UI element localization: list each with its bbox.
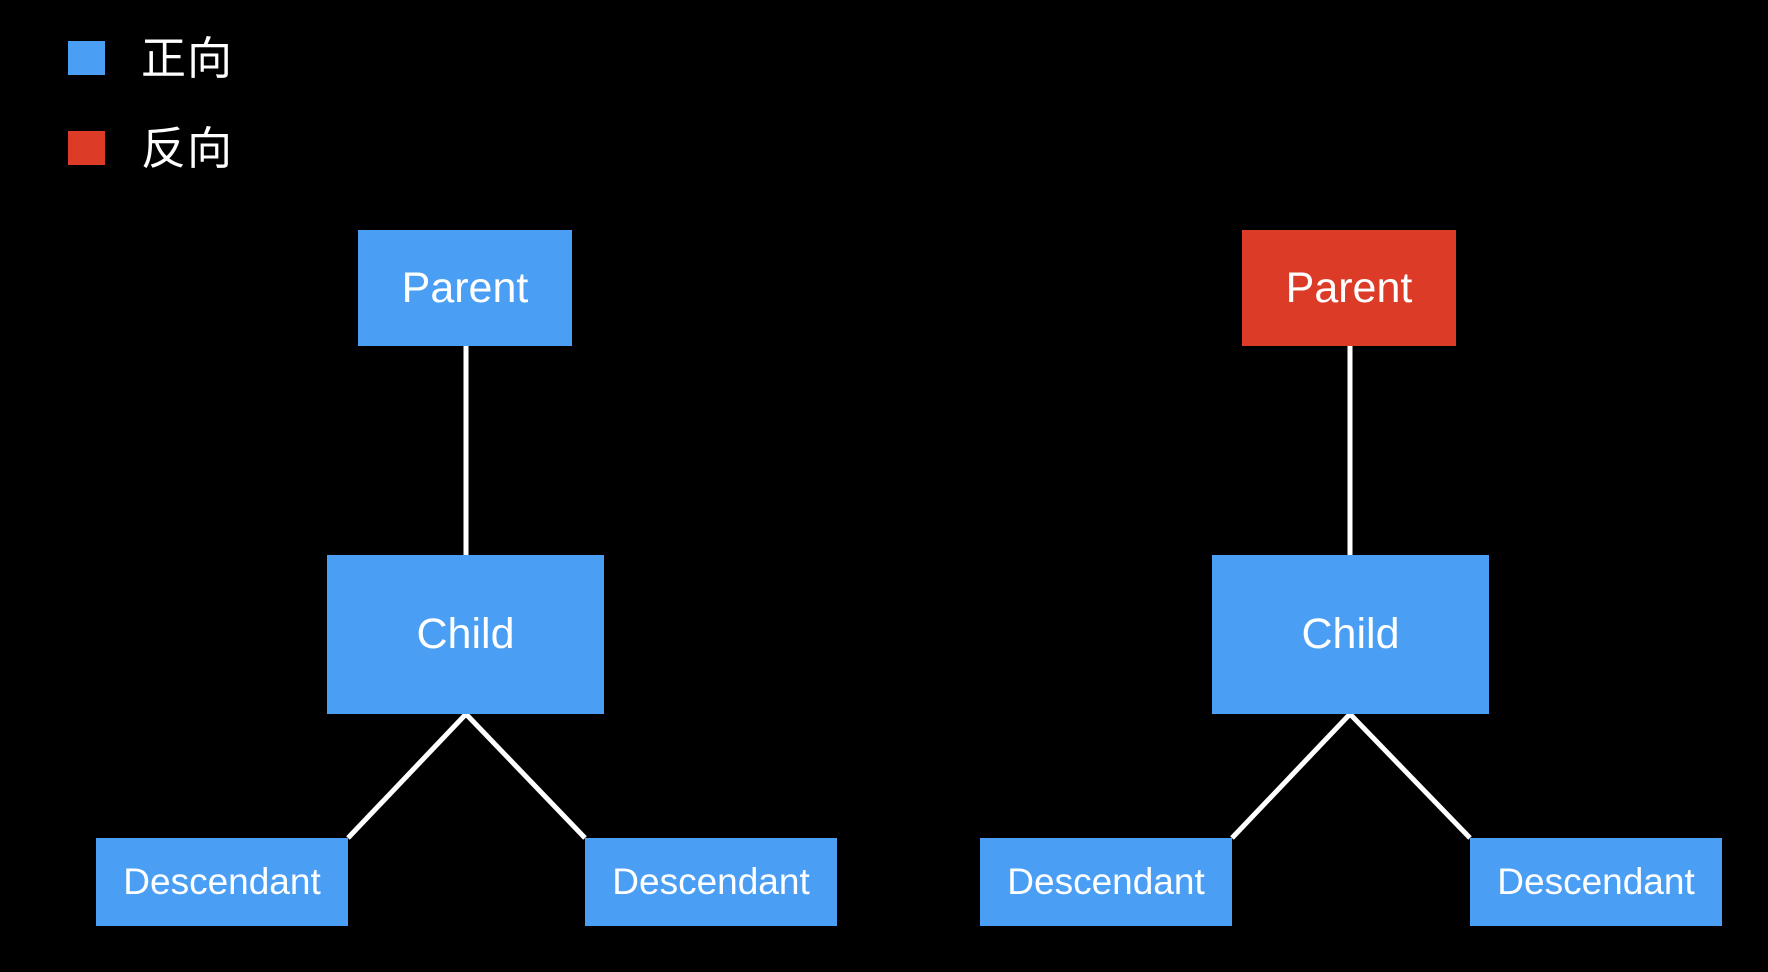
forward-parent-label: Parent — [401, 263, 529, 312]
reverse-parent-node[interactable]: Parent — [1242, 230, 1456, 346]
reverse-swatch — [68, 131, 105, 165]
edge-reverse-child-desc-left — [1230, 712, 1352, 840]
reverse-child-label: Child — [1301, 610, 1400, 658]
reverse-descendant-right-label: Descendant — [1497, 861, 1695, 902]
legend-item-forward: 正向 — [68, 32, 488, 84]
legend: 正向 反向 — [68, 32, 488, 174]
forward-descendant-left-node[interactable]: Descendant — [96, 838, 348, 926]
forward-swatch — [68, 41, 105, 75]
forward-parent-node[interactable]: Parent — [358, 230, 572, 346]
legend-label-forward: 正向 — [141, 31, 234, 85]
reverse-child-node[interactable]: Child — [1212, 555, 1489, 714]
edge-forward-child-desc-right — [464, 712, 587, 840]
reverse-descendant-left-node[interactable]: Descendant — [980, 838, 1232, 926]
forward-descendant-right-node[interactable]: Descendant — [585, 838, 837, 926]
reverse-parent-label: Parent — [1285, 263, 1413, 312]
legend-item-reverse: 反向 — [68, 122, 488, 174]
edge-forward-child-desc-left — [346, 712, 468, 840]
edge-reverse-child-desc-right — [1348, 712, 1472, 840]
forward-descendant-right-label: Descendant — [612, 861, 810, 902]
forward-child-node[interactable]: Child — [327, 555, 604, 714]
reverse-descendant-left-label: Descendant — [1007, 861, 1205, 902]
reverse-descendant-right-node[interactable]: Descendant — [1470, 838, 1722, 926]
forward-descendant-left-label: Descendant — [123, 861, 321, 902]
forward-child-label: Child — [416, 610, 515, 658]
legend-label-reverse: 反向 — [141, 121, 234, 175]
